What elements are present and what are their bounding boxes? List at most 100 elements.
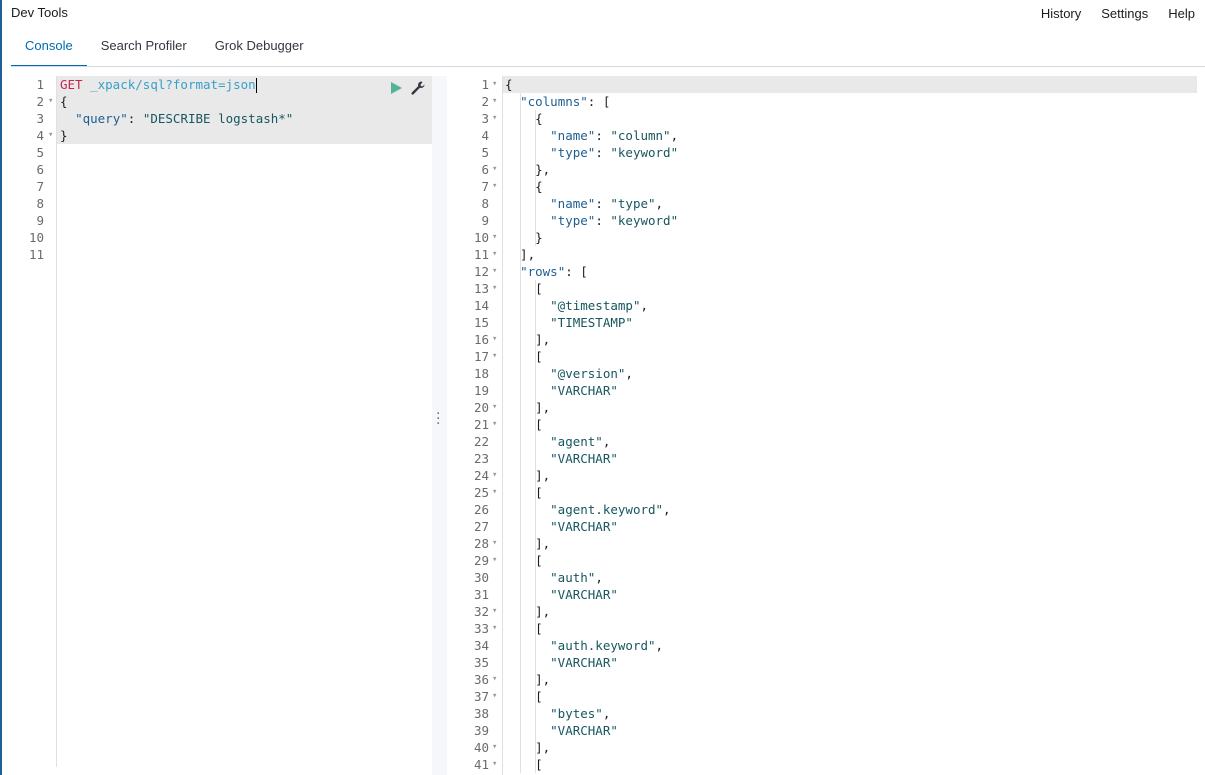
json-key: "columns" <box>520 94 588 109</box>
code-text: ], <box>505 400 551 415</box>
line-number: 39 <box>473 723 489 738</box>
wrench-icon[interactable] <box>410 80 426 96</box>
fold-arrow-icon[interactable]: ▾ <box>492 164 498 174</box>
history-link[interactable]: History <box>1040 6 1082 21</box>
line-number: 10 <box>28 230 44 245</box>
json-string: "VARCHAR" <box>550 587 618 602</box>
http-method: GET <box>60 77 83 92</box>
json-string: "@timestamp" <box>550 298 641 313</box>
code-text: "VARCHAR" <box>505 722 618 739</box>
fold-arrow-icon[interactable]: ▾ <box>492 742 498 752</box>
json-string: "keyword" <box>610 213 679 228</box>
indent-guide <box>535 110 537 246</box>
line-number: 25 <box>473 485 489 500</box>
json-string: "VARCHAR" <box>550 519 618 534</box>
json-string: "VARCHAR" <box>550 723 618 738</box>
code-text: [ <box>505 485 543 500</box>
fold-arrow-icon[interactable]: ▾ <box>492 419 498 429</box>
code-text: GET _xpack/sql?format=json <box>60 76 257 93</box>
line-number: 30 <box>473 570 489 585</box>
line-number: 40 <box>473 740 489 755</box>
fold-arrow-icon[interactable]: ▾ <box>492 266 498 276</box>
code-text: "rows": [ <box>520 264 588 279</box>
resizer-handle-icon[interactable]: ··· <box>436 406 441 432</box>
fold-arrow-icon[interactable]: ▾ <box>492 249 498 259</box>
code-text: "@timestamp", <box>550 298 648 313</box>
tab-console[interactable]: Console <box>11 30 87 67</box>
code-text: } <box>60 127 68 144</box>
fold-arrow-icon[interactable]: ▾ <box>492 487 498 497</box>
line-number: 13 <box>473 281 489 296</box>
fold-arrow-icon[interactable]: ▾ <box>492 232 498 242</box>
json-string: "TIMESTAMP" <box>550 315 633 330</box>
fold-arrow-icon[interactable]: ▾ <box>492 79 498 89</box>
code-text: "columns": [ <box>520 94 611 109</box>
pane-resizer[interactable] <box>432 76 447 775</box>
brace-open: { <box>60 94 68 109</box>
code-text: "type": "keyword" <box>550 145 679 160</box>
fold-arrow-icon[interactable]: ▾ <box>492 96 498 106</box>
fold-arrow-icon[interactable]: ▾ <box>48 96 54 106</box>
code-text: { <box>60 93 68 110</box>
fold-arrow-icon[interactable]: ▾ <box>492 538 498 548</box>
code-text: ], <box>505 332 551 347</box>
json-string: "agent.keyword" <box>550 502 664 517</box>
json-string: "column" <box>610 128 671 143</box>
response-viewer[interactable]: 1▾{2▾ "columns": [3▾ {4 "name": "column"… <box>447 76 1205 775</box>
code-text: ], <box>505 604 551 619</box>
help-link[interactable]: Help <box>1168 6 1195 21</box>
line-number: 37 <box>473 689 489 704</box>
code-text: [ <box>505 281 543 296</box>
code-text: "TIMESTAMP" <box>505 314 633 331</box>
code-text: "name": "type", <box>550 196 664 211</box>
line-number: 32 <box>473 604 489 619</box>
fold-arrow-icon[interactable]: ▾ <box>492 402 498 412</box>
settings-link[interactable]: Settings <box>1101 6 1149 21</box>
fold-arrow-icon[interactable]: ▾ <box>492 623 498 633</box>
line-number: 15 <box>473 315 489 330</box>
line-number: 11 <box>28 247 44 262</box>
top-nav: History Settings Help <box>1021 6 1195 21</box>
fold-arrow-icon[interactable]: ▾ <box>492 470 498 480</box>
fold-arrow-icon[interactable]: ▾ <box>492 283 498 293</box>
line-number: 35 <box>473 655 489 670</box>
code-text: "VARCHAR" <box>505 382 618 399</box>
code-text: "bytes", <box>550 706 611 721</box>
code-text: } <box>505 230 543 245</box>
indent-guide <box>535 280 537 773</box>
fold-arrow-icon[interactable]: ▾ <box>492 606 498 616</box>
play-icon[interactable] <box>389 81 403 95</box>
json-string: "auth" <box>550 570 596 585</box>
fold-arrow-icon[interactable]: ▾ <box>492 181 498 191</box>
fold-arrow-icon[interactable]: ▾ <box>492 691 498 701</box>
json-key: "rows" <box>520 264 566 279</box>
code-text: ], <box>505 740 551 755</box>
fold-arrow-icon[interactable]: ▾ <box>492 555 498 565</box>
line-number: 24 <box>473 468 489 483</box>
tab-search-profiler[interactable]: Search Profiler <box>100 38 187 53</box>
tab-bar: Console Search Profiler Grok Debugger <box>11 30 318 67</box>
line-number: 1 <box>36 77 44 92</box>
fold-arrow-icon[interactable]: ▾ <box>492 759 498 769</box>
tab-grok-debugger[interactable]: Grok Debugger <box>214 38 304 53</box>
fold-arrow-icon[interactable]: ▾ <box>492 674 498 684</box>
line-number: 18 <box>473 366 489 381</box>
code-text: "@version", <box>550 366 633 381</box>
line-number: 36 <box>473 672 489 687</box>
fold-arrow-icon[interactable]: ▾ <box>492 113 498 123</box>
fold-arrow-icon[interactable]: ▾ <box>492 351 498 361</box>
line-number: 22 <box>473 434 489 449</box>
json-string: "agent" <box>550 434 603 449</box>
line-number: 5 <box>36 145 44 160</box>
code-text: }, <box>505 162 551 177</box>
fold-arrow-icon[interactable]: ▾ <box>48 130 54 140</box>
code-text: ], <box>505 672 551 687</box>
json-string: "auth.keyword" <box>550 638 656 653</box>
app-title: Dev Tools <box>11 5 68 20</box>
code-text: "agent.keyword", <box>550 502 671 517</box>
fold-arrow-icon[interactable]: ▾ <box>492 334 498 344</box>
line-number: 7 <box>481 179 489 194</box>
line-number: 21 <box>473 417 489 432</box>
code-text: "type": "keyword" <box>550 213 679 228</box>
